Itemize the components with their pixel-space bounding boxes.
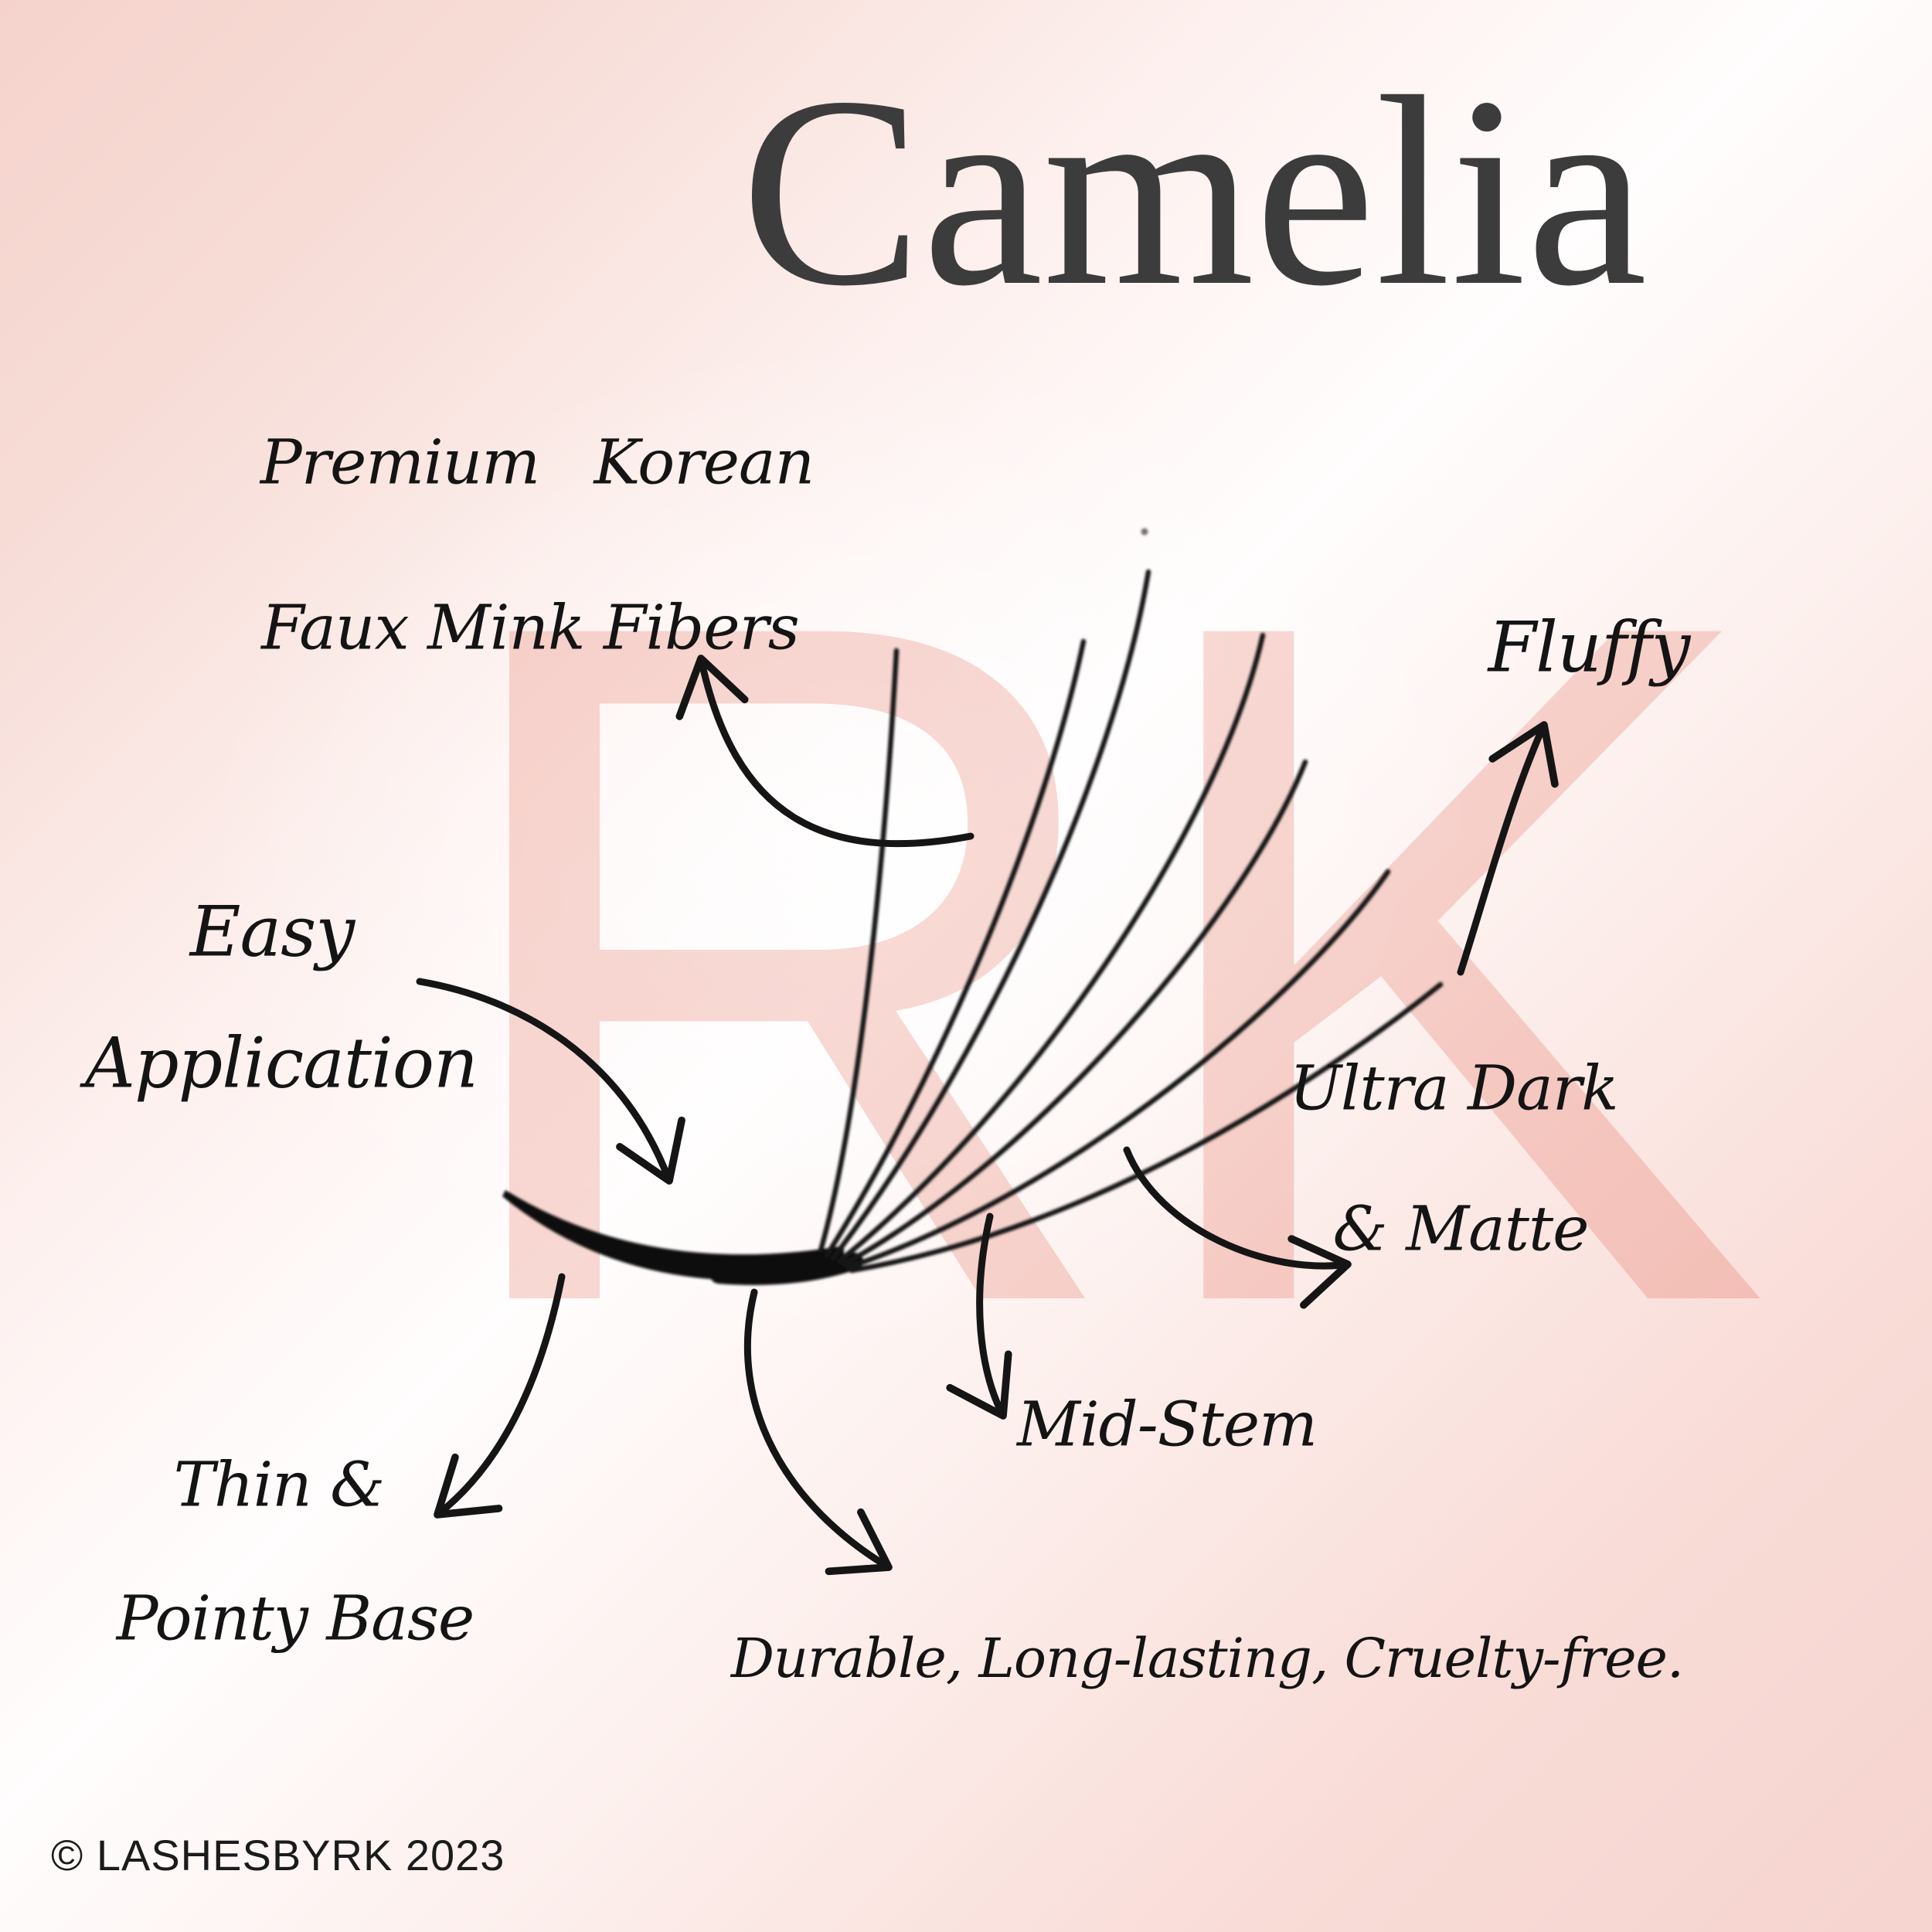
copyright-text: © LASHESBYRK 2023	[51, 1831, 505, 1879]
label-thin-base-line1: Thin &	[173, 1448, 386, 1521]
label-premium-line1: Premium Korean	[260, 426, 815, 498]
label-ultra-dark-line1: Ultra Dark	[1289, 1052, 1618, 1124]
label-thin-base-line2: Pointy Base	[116, 1582, 475, 1655]
label-premium-line2: Faux Mink Fibers	[261, 591, 800, 664]
label-fluffy: Fluffy	[1488, 607, 1691, 689]
label-easy-line1: Easy	[189, 891, 355, 973]
label-mid-stem: Mid-Stem	[1017, 1388, 1318, 1461]
label-easy-line2: Application	[85, 1022, 478, 1104]
label-ultra-dark-line2: & Matte	[1332, 1192, 1590, 1265]
label-durable: Durable, Long-lasting, Cruelty-free.	[730, 1627, 1684, 1690]
page-title: Camelia	[740, 41, 1648, 342]
